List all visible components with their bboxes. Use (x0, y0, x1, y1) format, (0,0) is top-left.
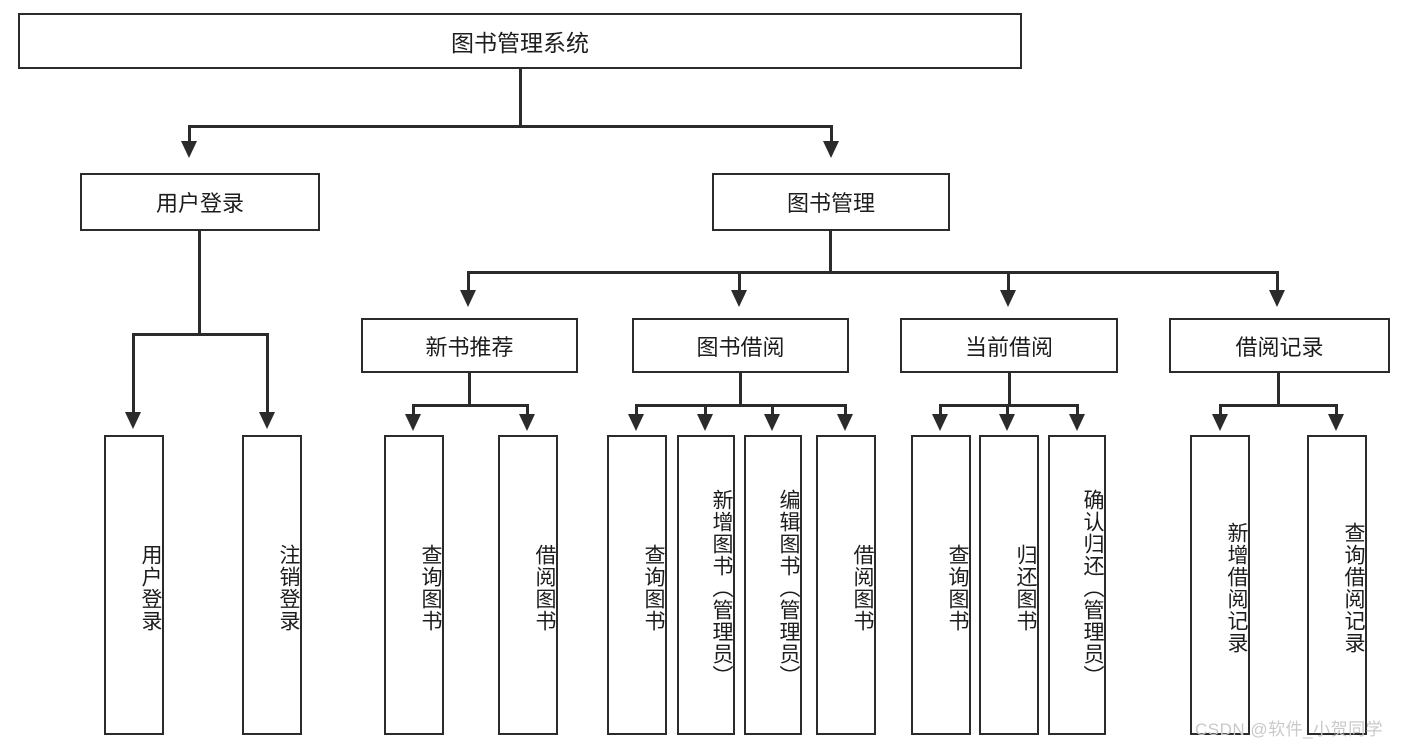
node-leaf-borrow-book-1-label: 借阅图书 (533, 544, 556, 632)
node-borrow-record[interactable]: 借阅记录 (1169, 318, 1390, 373)
node-leaf-query-record-label: 查询借阅记录 (1342, 522, 1365, 654)
connector-book-manage-drop-4 (1276, 271, 1279, 292)
node-book-manage-label: 图书管理 (786, 191, 875, 216)
arrow-to-leaf-edit-book (764, 414, 780, 431)
node-leaf-query-book-3-label: 查询图书 (946, 544, 969, 632)
node-root[interactable]: 图书管理系统 (18, 13, 1022, 69)
connector-book-borrow-bus (635, 404, 847, 407)
node-book-borrow[interactable]: 图书借阅 (632, 318, 849, 373)
connector-borrow-record-drop-2 (1335, 404, 1338, 416)
connector-new-book-rec-bus (412, 404, 529, 407)
node-leaf-query-book-3[interactable]: 查询图书 (911, 435, 971, 735)
connector-borrow-record-bus (1219, 404, 1338, 407)
node-current-borrow-label: 当前借阅 (964, 334, 1053, 360)
connector-book-borrow-stem (739, 373, 742, 406)
node-leaf-logout-label: 注销登录 (277, 544, 300, 632)
node-leaf-query-book-1[interactable]: 查询图书 (384, 435, 444, 735)
node-leaf-user-login-label: 用户登录 (139, 544, 162, 632)
node-leaf-query-book-1-label: 查询图书 (419, 544, 442, 632)
arrow-to-book-manage (823, 141, 839, 158)
node-leaf-borrow-book-1[interactable]: 借阅图书 (498, 435, 558, 735)
node-book-manage[interactable]: 图书管理 (712, 173, 950, 231)
arrow-to-current-borrow (1000, 290, 1016, 307)
arrow-to-leaf-user-login (125, 412, 141, 429)
arrow-to-user-login (181, 141, 197, 158)
connector-root-bus (188, 125, 833, 128)
connector-user-login-stem (198, 231, 201, 335)
node-new-book-rec[interactable]: 新书推荐 (361, 318, 578, 373)
connector-book-manage-drop-3 (1007, 271, 1010, 292)
connector-book-borrow-drop-2 (704, 404, 707, 416)
node-new-book-rec-label: 新书推荐 (425, 334, 514, 360)
node-leaf-borrow-book-2-label: 借阅图书 (851, 544, 874, 632)
node-leaf-add-book[interactable]: 新增图书（管理员） (677, 435, 735, 735)
node-leaf-query-book-2[interactable]: 查询图书 (607, 435, 667, 735)
connector-current-borrow-bus (939, 404, 1079, 407)
node-user-login-label: 用户登录 (155, 191, 244, 216)
node-leaf-confirm-return-label: 确认归还（管理员） (1081, 489, 1104, 687)
connector-book-manage-drop-1 (467, 271, 470, 292)
connector-new-book-rec-drop-2 (526, 404, 529, 416)
connector-current-borrow-drop-2 (1006, 404, 1009, 416)
connector-user-login-drop-1 (132, 333, 135, 414)
arrow-to-leaf-query-book-3 (932, 414, 948, 431)
node-leaf-borrow-book-2[interactable]: 借阅图书 (816, 435, 876, 735)
arrow-to-book-borrow (731, 290, 747, 307)
connector-book-borrow-drop-1 (635, 404, 638, 416)
connector-book-manage-drop-2 (738, 271, 741, 292)
node-leaf-user-login[interactable]: 用户登录 (104, 435, 164, 735)
node-leaf-return-book-label: 归还图书 (1014, 544, 1037, 632)
node-leaf-logout[interactable]: 注销登录 (242, 435, 302, 735)
arrow-to-leaf-borrow-book-1 (519, 414, 535, 431)
connector-book-manage-stem (829, 231, 832, 273)
connector-new-book-rec-stem (468, 373, 471, 406)
node-leaf-confirm-return[interactable]: 确认归还（管理员） (1048, 435, 1106, 735)
connector-new-book-rec-drop-1 (412, 404, 415, 416)
node-leaf-return-book[interactable]: 归还图书 (979, 435, 1039, 735)
node-leaf-add-record[interactable]: 新增借阅记录 (1190, 435, 1250, 735)
arrow-to-borrow-record (1269, 290, 1285, 307)
node-leaf-query-record[interactable]: 查询借阅记录 (1307, 435, 1367, 735)
arrow-to-leaf-query-book-2 (628, 414, 644, 431)
arrow-to-leaf-query-book-1 (405, 414, 421, 431)
connector-user-login-bus (132, 333, 269, 336)
connector-book-borrow-drop-3 (771, 404, 774, 416)
node-borrow-record-label: 借阅记录 (1235, 334, 1324, 360)
connector-borrow-record-drop-1 (1219, 404, 1222, 416)
arrow-to-leaf-confirm-return (1069, 414, 1085, 431)
connector-current-borrow-drop-1 (939, 404, 942, 416)
connector-root-drop-left (188, 125, 191, 143)
connector-book-borrow-drop-4 (844, 404, 847, 416)
arrow-to-leaf-query-record (1328, 414, 1344, 431)
node-leaf-query-book-2-label: 查询图书 (642, 544, 665, 632)
connector-current-borrow-drop-3 (1076, 404, 1079, 416)
connector-root-drop-right (830, 125, 833, 143)
connector-borrow-record-stem (1277, 373, 1280, 406)
connector-root-stem (519, 69, 522, 126)
arrow-to-leaf-return-book (999, 414, 1015, 431)
connector-user-login-drop-2 (266, 333, 269, 414)
node-book-borrow-label: 图书借阅 (696, 334, 785, 360)
node-leaf-add-record-label: 新增借阅记录 (1225, 522, 1248, 654)
node-current-borrow[interactable]: 当前借阅 (900, 318, 1118, 373)
arrow-to-new-book-rec (460, 290, 476, 307)
arrow-to-leaf-add-book (697, 414, 713, 431)
node-leaf-add-book-label: 新增图书（管理员） (710, 489, 733, 687)
node-root-label: 图书管理系统 (451, 30, 589, 56)
node-user-login[interactable]: 用户登录 (80, 173, 320, 231)
connector-current-borrow-stem (1008, 373, 1011, 406)
arrow-to-leaf-add-record (1212, 414, 1228, 431)
node-leaf-edit-book[interactable]: 编辑图书（管理员） (744, 435, 802, 735)
node-leaf-edit-book-label: 编辑图书（管理员） (777, 489, 800, 687)
connector-book-manage-bus (467, 271, 1279, 274)
csdn-watermark: CSDN @软件_小贺同学 (1195, 720, 1384, 739)
arrow-to-leaf-logout (259, 412, 275, 429)
arrow-to-leaf-borrow-book-2 (837, 414, 853, 431)
